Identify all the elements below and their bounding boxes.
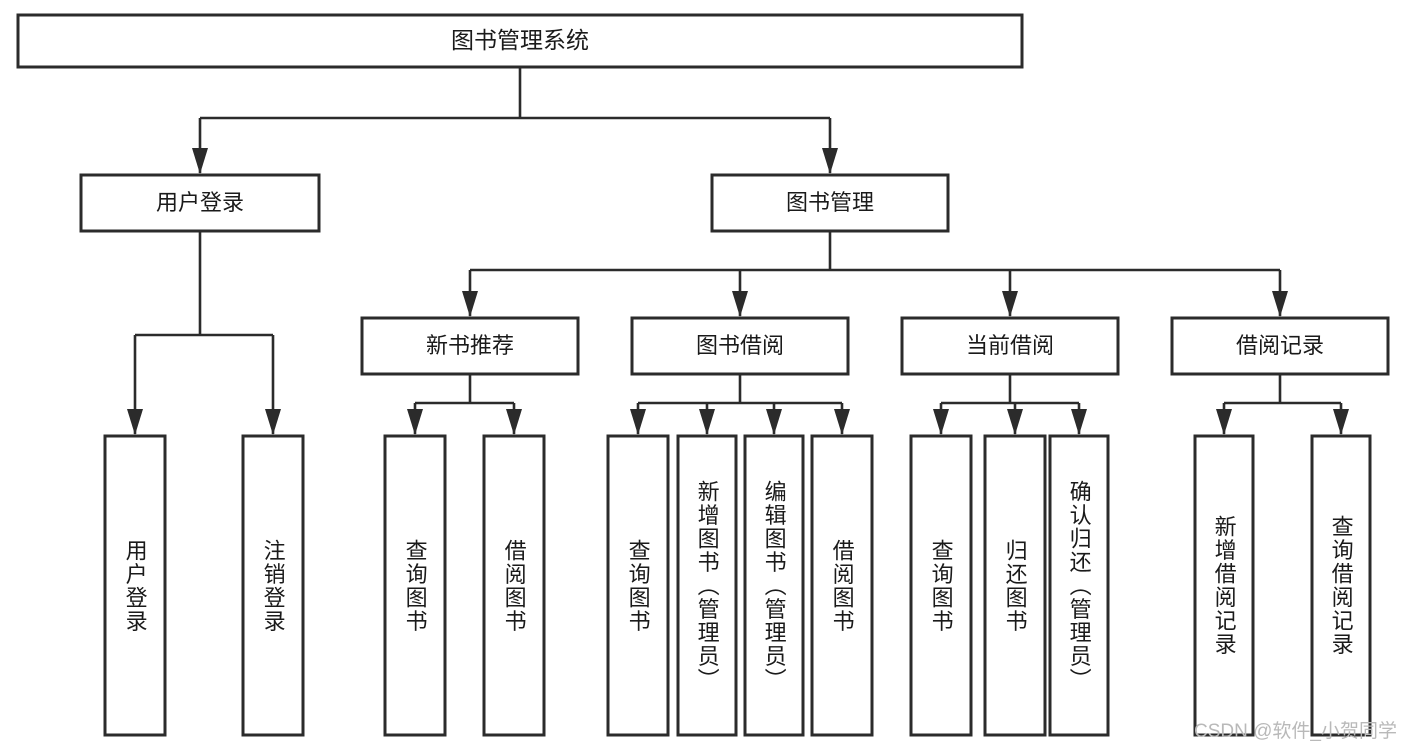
leaf-node-2-box[interactable] (383, 434, 447, 737)
level3-node-2-box[interactable] (900, 316, 1120, 376)
arrow-down-icon (265, 409, 281, 435)
arrow-down-icon (933, 409, 949, 435)
arrow-down-icon (407, 409, 423, 435)
leaf-node-4-box[interactable] (606, 434, 670, 737)
leaf-node-12-box[interactable] (1310, 434, 1372, 737)
level2-node-0-label: 用户登录 (156, 190, 244, 215)
arrow-down-icon (732, 291, 748, 317)
level2-node-0-box[interactable] (79, 173, 321, 233)
arrow-down-icon (1002, 291, 1018, 317)
leaf-node-6-box[interactable] (743, 434, 805, 737)
arrow-down-icon (192, 148, 208, 174)
leaf-node-5-box[interactable] (676, 434, 738, 737)
arrow-down-icon (462, 291, 478, 317)
leaf-node-8-box[interactable] (909, 434, 973, 737)
arrow-down-icon (127, 409, 143, 435)
level3-node-3-label: 借阅记录 (1236, 333, 1324, 358)
leaf-node-10-box[interactable] (1048, 434, 1110, 737)
level2-node-1-box[interactable] (710, 173, 950, 233)
leaf-node-11-box[interactable] (1193, 434, 1255, 737)
arrow-down-icon (630, 409, 646, 435)
leaf-node-1-box[interactable] (241, 434, 305, 737)
level3-node-3-box[interactable] (1170, 316, 1390, 376)
level3-node-0-box[interactable] (360, 316, 580, 376)
csdn-watermark: CSDN @软件_小贺同学 (1194, 721, 1397, 742)
root-node-box[interactable] (16, 13, 1024, 69)
arrow-down-icon (822, 148, 838, 174)
arrow-down-icon (766, 409, 782, 435)
connectors-layer (127, 67, 1349, 435)
arrow-down-icon (1071, 409, 1087, 435)
boxes-layer (16, 13, 1390, 737)
arrow-down-icon (1216, 409, 1232, 435)
arrow-down-icon (834, 409, 850, 435)
leaf-node-9-box[interactable] (983, 434, 1047, 737)
arrow-down-icon (1333, 409, 1349, 435)
arrow-down-icon (1007, 409, 1023, 435)
arrow-down-icon (699, 409, 715, 435)
arrow-down-icon (506, 409, 522, 435)
leaf-node-0-box[interactable] (103, 434, 167, 737)
level3-node-0-label: 新书推荐 (426, 333, 514, 358)
level2-node-1-label: 图书管理 (786, 190, 874, 215)
arrow-down-icon (1272, 291, 1288, 317)
root-node-label: 图书管理系统 (451, 27, 589, 53)
leaf-node-3-box[interactable] (482, 434, 546, 737)
level3-node-1-box[interactable] (630, 316, 850, 376)
level3-node-1-label: 图书借阅 (696, 333, 784, 358)
level3-node-2-label: 当前借阅 (966, 333, 1054, 358)
leaf-node-7-box[interactable] (810, 434, 874, 737)
